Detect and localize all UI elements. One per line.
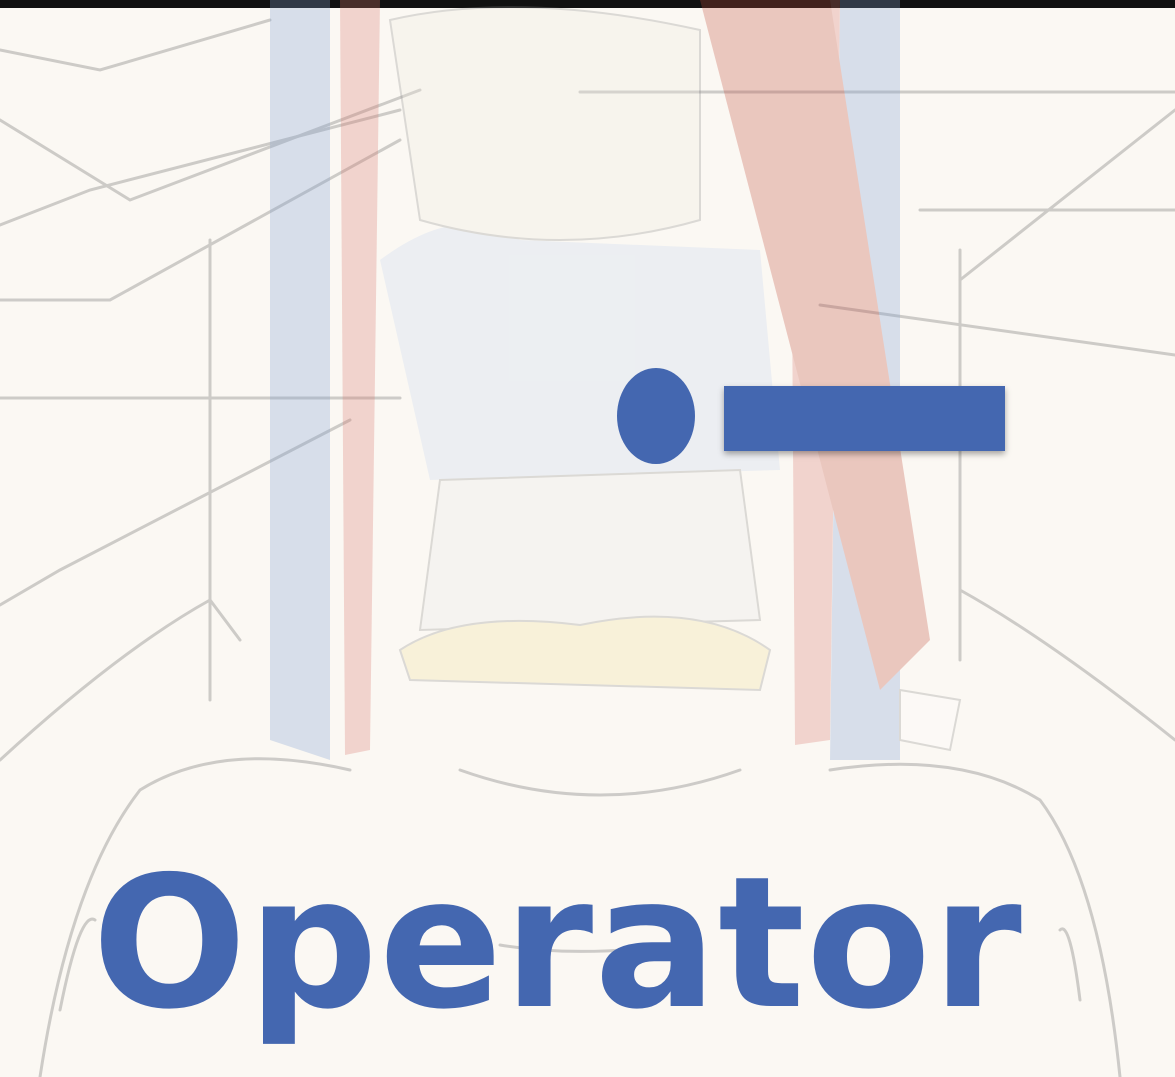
slide-title: Operator (92, 852, 1023, 1034)
bullet-dot-icon (617, 368, 695, 464)
bullet-dash-icon (724, 386, 1005, 451)
